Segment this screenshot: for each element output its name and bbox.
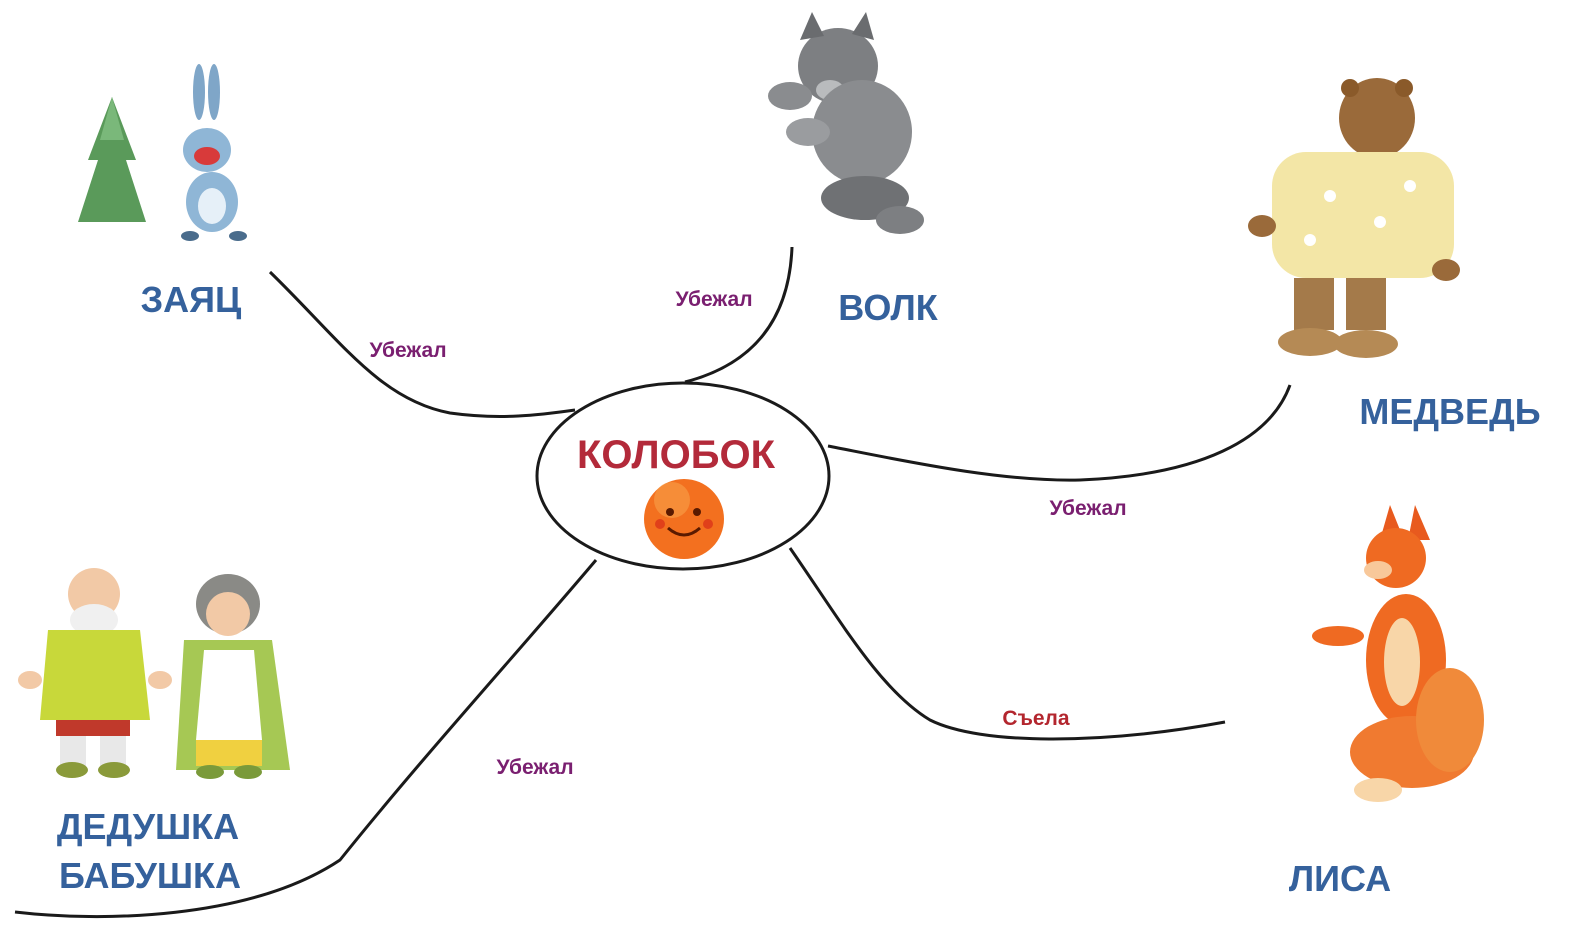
center-node: КОЛОБОК	[535, 381, 831, 571]
wolf-label: ВОЛК	[838, 287, 938, 328]
fox-edge-label: Съела	[1002, 707, 1069, 730]
center-ellipse	[535, 381, 831, 571]
kolobok-icon	[644, 479, 724, 559]
line-hare	[268, 270, 576, 418]
fox-label: ЛИСА	[1289, 858, 1391, 899]
line-wolf	[684, 246, 794, 384]
bear-edge-label: Убежал	[1049, 497, 1126, 520]
center-label: КОЛОБОК	[577, 433, 776, 477]
hare-edge-label: Убежал	[369, 339, 446, 362]
hare-label: ЗАЯЦ	[141, 279, 242, 320]
line-fox	[788, 547, 1226, 741]
grandparents-edge-label: Убежал	[496, 756, 573, 779]
grandma-label: БАБУШКА	[59, 855, 241, 896]
line-bear	[827, 384, 1292, 482]
grandpa-icon	[18, 568, 172, 778]
fox-icon	[1312, 505, 1484, 802]
bear-icon	[1248, 78, 1460, 358]
wolf-icon	[768, 12, 924, 234]
wolf-edge-label: Убежал	[675, 288, 752, 311]
hare-icon	[181, 64, 247, 241]
bear-label: МЕДВЕДЬ	[1359, 391, 1540, 432]
connector-lines	[14, 246, 1292, 919]
grandpa-label: ДЕДУШКА	[57, 806, 239, 847]
grandma-icon	[176, 574, 290, 779]
fir-tree-icon	[78, 97, 146, 222]
line-grandparents	[14, 559, 598, 919]
